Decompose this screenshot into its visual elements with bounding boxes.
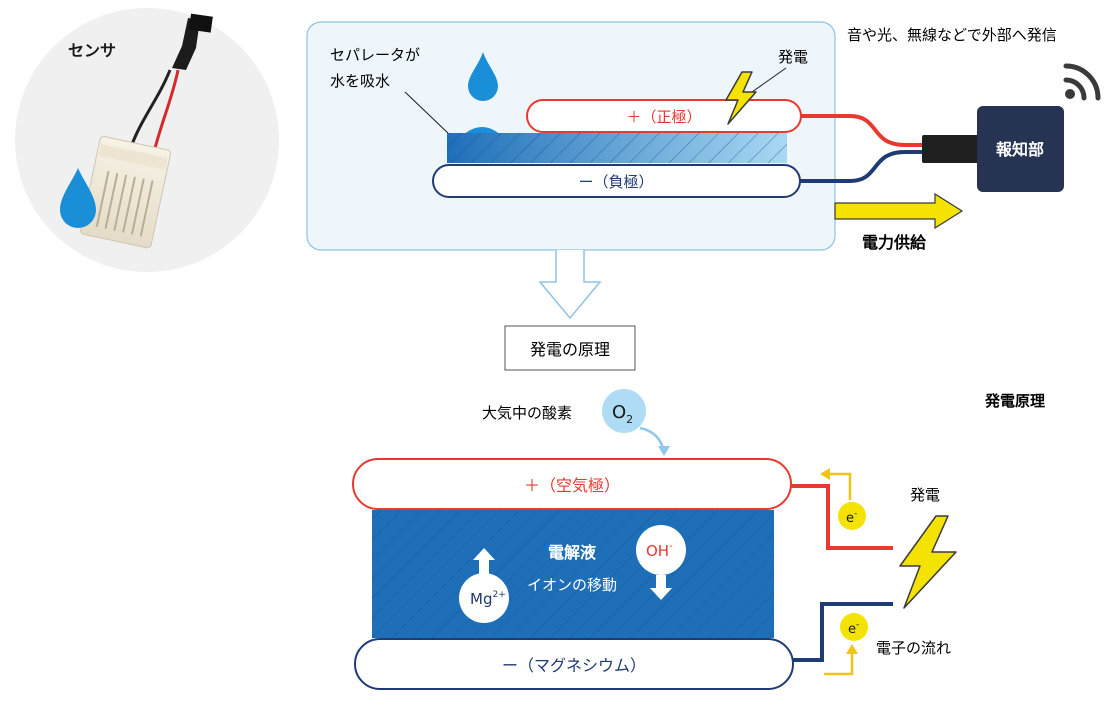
electron-flow-arrow-top (826, 472, 852, 500)
wifi-icon (1063, 63, 1101, 101)
oxygen-label: 大気中の酸素 (482, 404, 572, 422)
electron-arrowhead-top (820, 468, 830, 480)
mg-ion (459, 573, 509, 623)
negative-wire (800, 150, 930, 183)
positive-wire (801, 114, 930, 147)
connector (922, 135, 982, 163)
electron-flow-label: 電子の流れ (876, 639, 951, 657)
electrolyte-label: 電解液 (548, 543, 597, 562)
notifier-box (977, 106, 1064, 192)
separator-label-line2: 水を吸水 (330, 72, 390, 90)
separator-hatch (447, 133, 787, 163)
principle-title: 発電原理 (984, 392, 1045, 410)
generation-pointer (751, 67, 787, 93)
sensor-label: センサ (68, 41, 116, 60)
o2-arrowhead (658, 446, 670, 456)
magnesium-electrode-label: ー（マグネシウム） (502, 656, 646, 675)
mg-up-arrow (473, 548, 495, 575)
electron-flow-arrow-bottom (824, 650, 854, 676)
broadcast-label: 音や光、無線などで外部へ発信 (847, 26, 1057, 44)
positive-circuit-wire (791, 484, 893, 550)
notifier-label: 報知部 (996, 140, 1044, 159)
electron-top-label: e- (846, 509, 857, 526)
magnesium-electrode (354, 638, 794, 690)
electron-badge-top (838, 502, 866, 530)
principle-box-label: 発電の原理 (530, 340, 610, 359)
separator-label-line1: セパレータが (330, 46, 420, 64)
generation-label: 発電 (778, 48, 808, 66)
lightning-bolt-icon (899, 515, 957, 609)
air-electrode-label: ＋（空気極） (524, 476, 620, 495)
circuit-generation-label: 発電 (910, 486, 940, 504)
water-drop-icon (468, 52, 498, 101)
water-drop-icon (60, 168, 96, 228)
sensor-photo (15, 8, 279, 272)
electrolyte-hatch (372, 510, 774, 638)
o2-bubble (602, 389, 646, 433)
negative-circuit-wire (793, 602, 893, 662)
oh-label: OH- (646, 541, 673, 560)
wifi-dot (1065, 89, 1075, 99)
down-arrow (538, 250, 602, 320)
electron-arrowhead-bottom (846, 644, 858, 654)
power-supply-label: 電力供給 (862, 233, 927, 252)
separator-pointer (404, 91, 451, 136)
oh-ion (636, 525, 686, 575)
electron-badge-bottom (840, 613, 868, 641)
lightning-bolt-icon (725, 71, 757, 125)
mg-label: Mg2+ (470, 590, 506, 608)
ion-move-label: イオンの移動 (527, 576, 617, 594)
positive-electrode-label: ＋（正極） (626, 108, 701, 126)
power-supply-arrow (834, 192, 964, 230)
negative-electrode-label: ー（負極） (578, 173, 653, 191)
electron-bottom-label: e- (848, 620, 859, 637)
oh-down-arrow (650, 575, 672, 600)
o2-label: O2 (612, 402, 633, 426)
principle-box (504, 325, 636, 371)
